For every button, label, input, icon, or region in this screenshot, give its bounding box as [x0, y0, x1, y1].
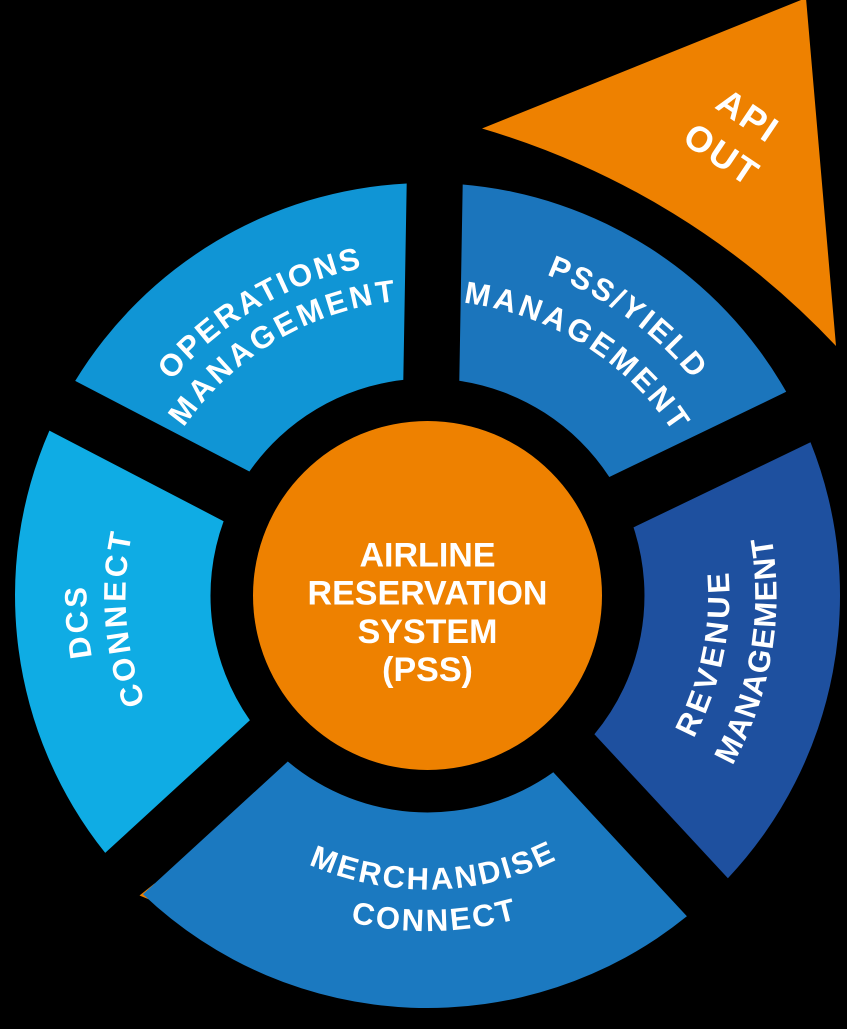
svg-text:AIRLINE: AIRLINE [360, 537, 496, 575]
svg-text:RESERVATION: RESERVATION [308, 575, 548, 613]
svg-text:SYSTEM: SYSTEM [358, 613, 498, 651]
svg-text:DCS: DCS [58, 585, 98, 662]
svg-text:(PSS): (PSS) [382, 651, 473, 689]
